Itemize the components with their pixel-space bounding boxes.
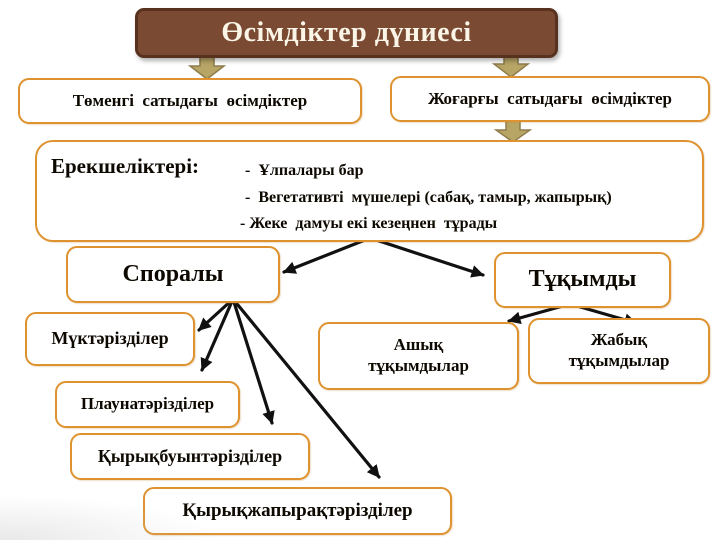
feature-item: - Жеке дамуы екі кезеңнен тұрады — [240, 215, 498, 232]
features-label: Ерекшеліктері: — [51, 154, 200, 178]
node-sporaly-label: Споралы — [122, 260, 224, 287]
node-tuqymdy: Тұқымды — [494, 252, 671, 308]
page-title-box: Өсімдіктер дүниесі — [135, 8, 558, 58]
node-clubmosses-label: Плаунатәрізділер — [80, 394, 215, 414]
node-gymnosperms: Ашық тұқымдылар — [318, 322, 519, 390]
node-higher-plants: Жоғарғы сатыдағы өсімдіктер — [390, 76, 710, 122]
feature-item: - Ұлпалары бар — [245, 162, 364, 179]
node-mosses: Мүктәрізділер — [25, 312, 195, 366]
node-lower-plants: Төменгі сатыдағы өсімдіктер — [18, 78, 362, 124]
arrow-features-to-sporaly — [282, 236, 372, 274]
feature-item: - Вегетативті мүшелері (сабақ, тамыр, жа… — [245, 189, 612, 206]
arrow-sporaly-to-mukt — [197, 297, 235, 332]
arrow-features-to-tuqymdy — [368, 236, 485, 278]
node-clubmosses: Плаунатәрізділер — [55, 381, 240, 428]
node-gymnosperms-label: Ашық тұқымдылар — [368, 335, 469, 375]
node-tuqymdy-label: Тұқымды — [528, 266, 637, 293]
node-horsetails: Қырықбуынтәрізділер — [70, 433, 310, 480]
features-box: Ерекшеліктері: - Ұлпалары бар - Вегетати… — [35, 140, 704, 242]
page-title: Өсімдіктер дүниесі — [221, 17, 472, 48]
arrow-sporaly-to-plauna — [200, 297, 235, 372]
node-ferns: Қырықжапырақтәрізділер — [143, 487, 452, 535]
node-sporaly: Споралы — [66, 246, 280, 303]
node-horsetails-label: Қырықбуынтәрізділер — [97, 445, 283, 466]
node-higher-plants-label: Жоғарғы сатыдағы өсімдіктер — [427, 88, 673, 108]
node-ferns-label: Қырықжапырақтәрізділер — [182, 500, 413, 522]
down-arrow-icon — [493, 118, 533, 143]
node-mosses-label: Мүктәрізділер — [51, 328, 169, 349]
node-lower-plants-label: Төменгі сатыдағы өсімдіктер — [72, 90, 308, 110]
node-angiosperms: Жабық тұқымдылар — [528, 318, 710, 384]
node-angiosperms-label: Жабық тұқымдылар — [568, 330, 670, 370]
